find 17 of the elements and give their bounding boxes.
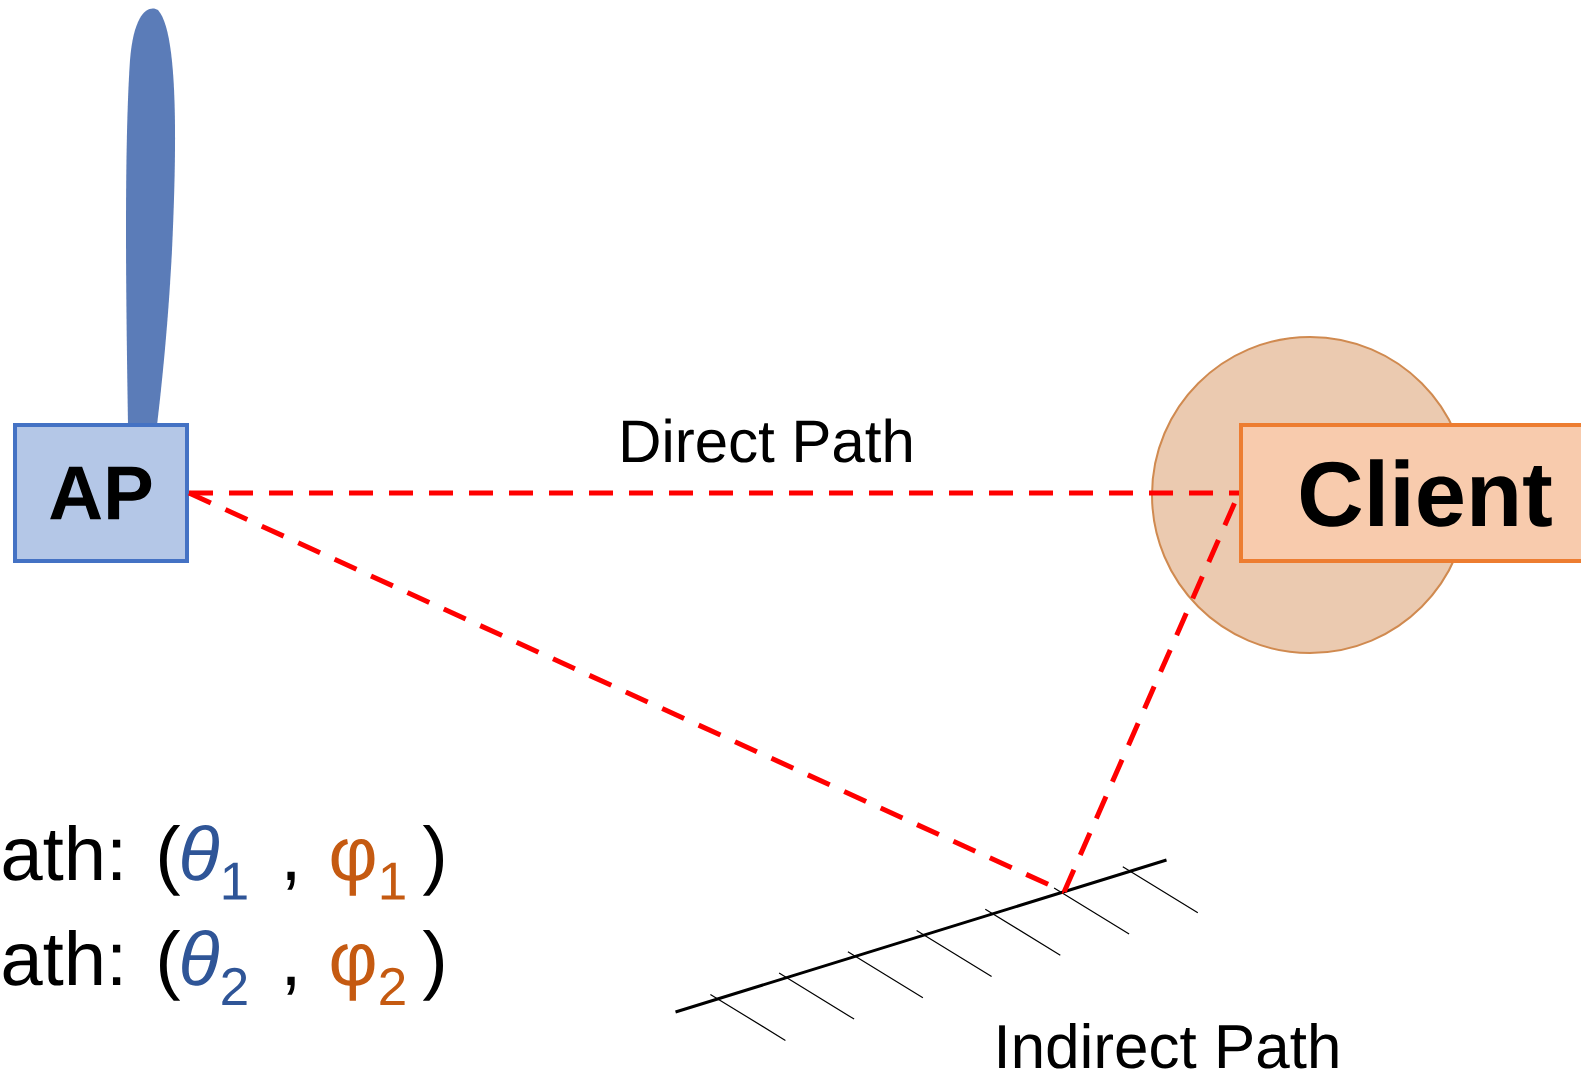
path-formula-text: ): [422, 824, 443, 896]
path-formula-text: ): [422, 929, 443, 1001]
angle-symbol: φ$_{1}$: [331, 838, 405, 900]
separator-text: ,: [287, 976, 295, 995]
edge-label: Direct Path: [623, 418, 911, 463]
angle-symbol: φ$_{2}$: [331, 943, 405, 1005]
path-formula-text: ath: (: [3, 929, 181, 1001]
angle-symbol: θ$_{1}$: [182, 824, 247, 900]
client-box: Client: [1239, 423, 1581, 563]
signal-path: [187, 490, 1066, 894]
wall-surface: [674, 858, 1168, 1014]
path-formula-text: ath: (: [3, 824, 181, 896]
access-point-box: AP: [13, 423, 189, 563]
angle-symbol: θ$_{2}$: [182, 929, 247, 1005]
separator-text: ,: [287, 871, 295, 890]
path-label: Indirect Path: [999, 1023, 1338, 1069]
signal-path: [189, 490, 1239, 496]
